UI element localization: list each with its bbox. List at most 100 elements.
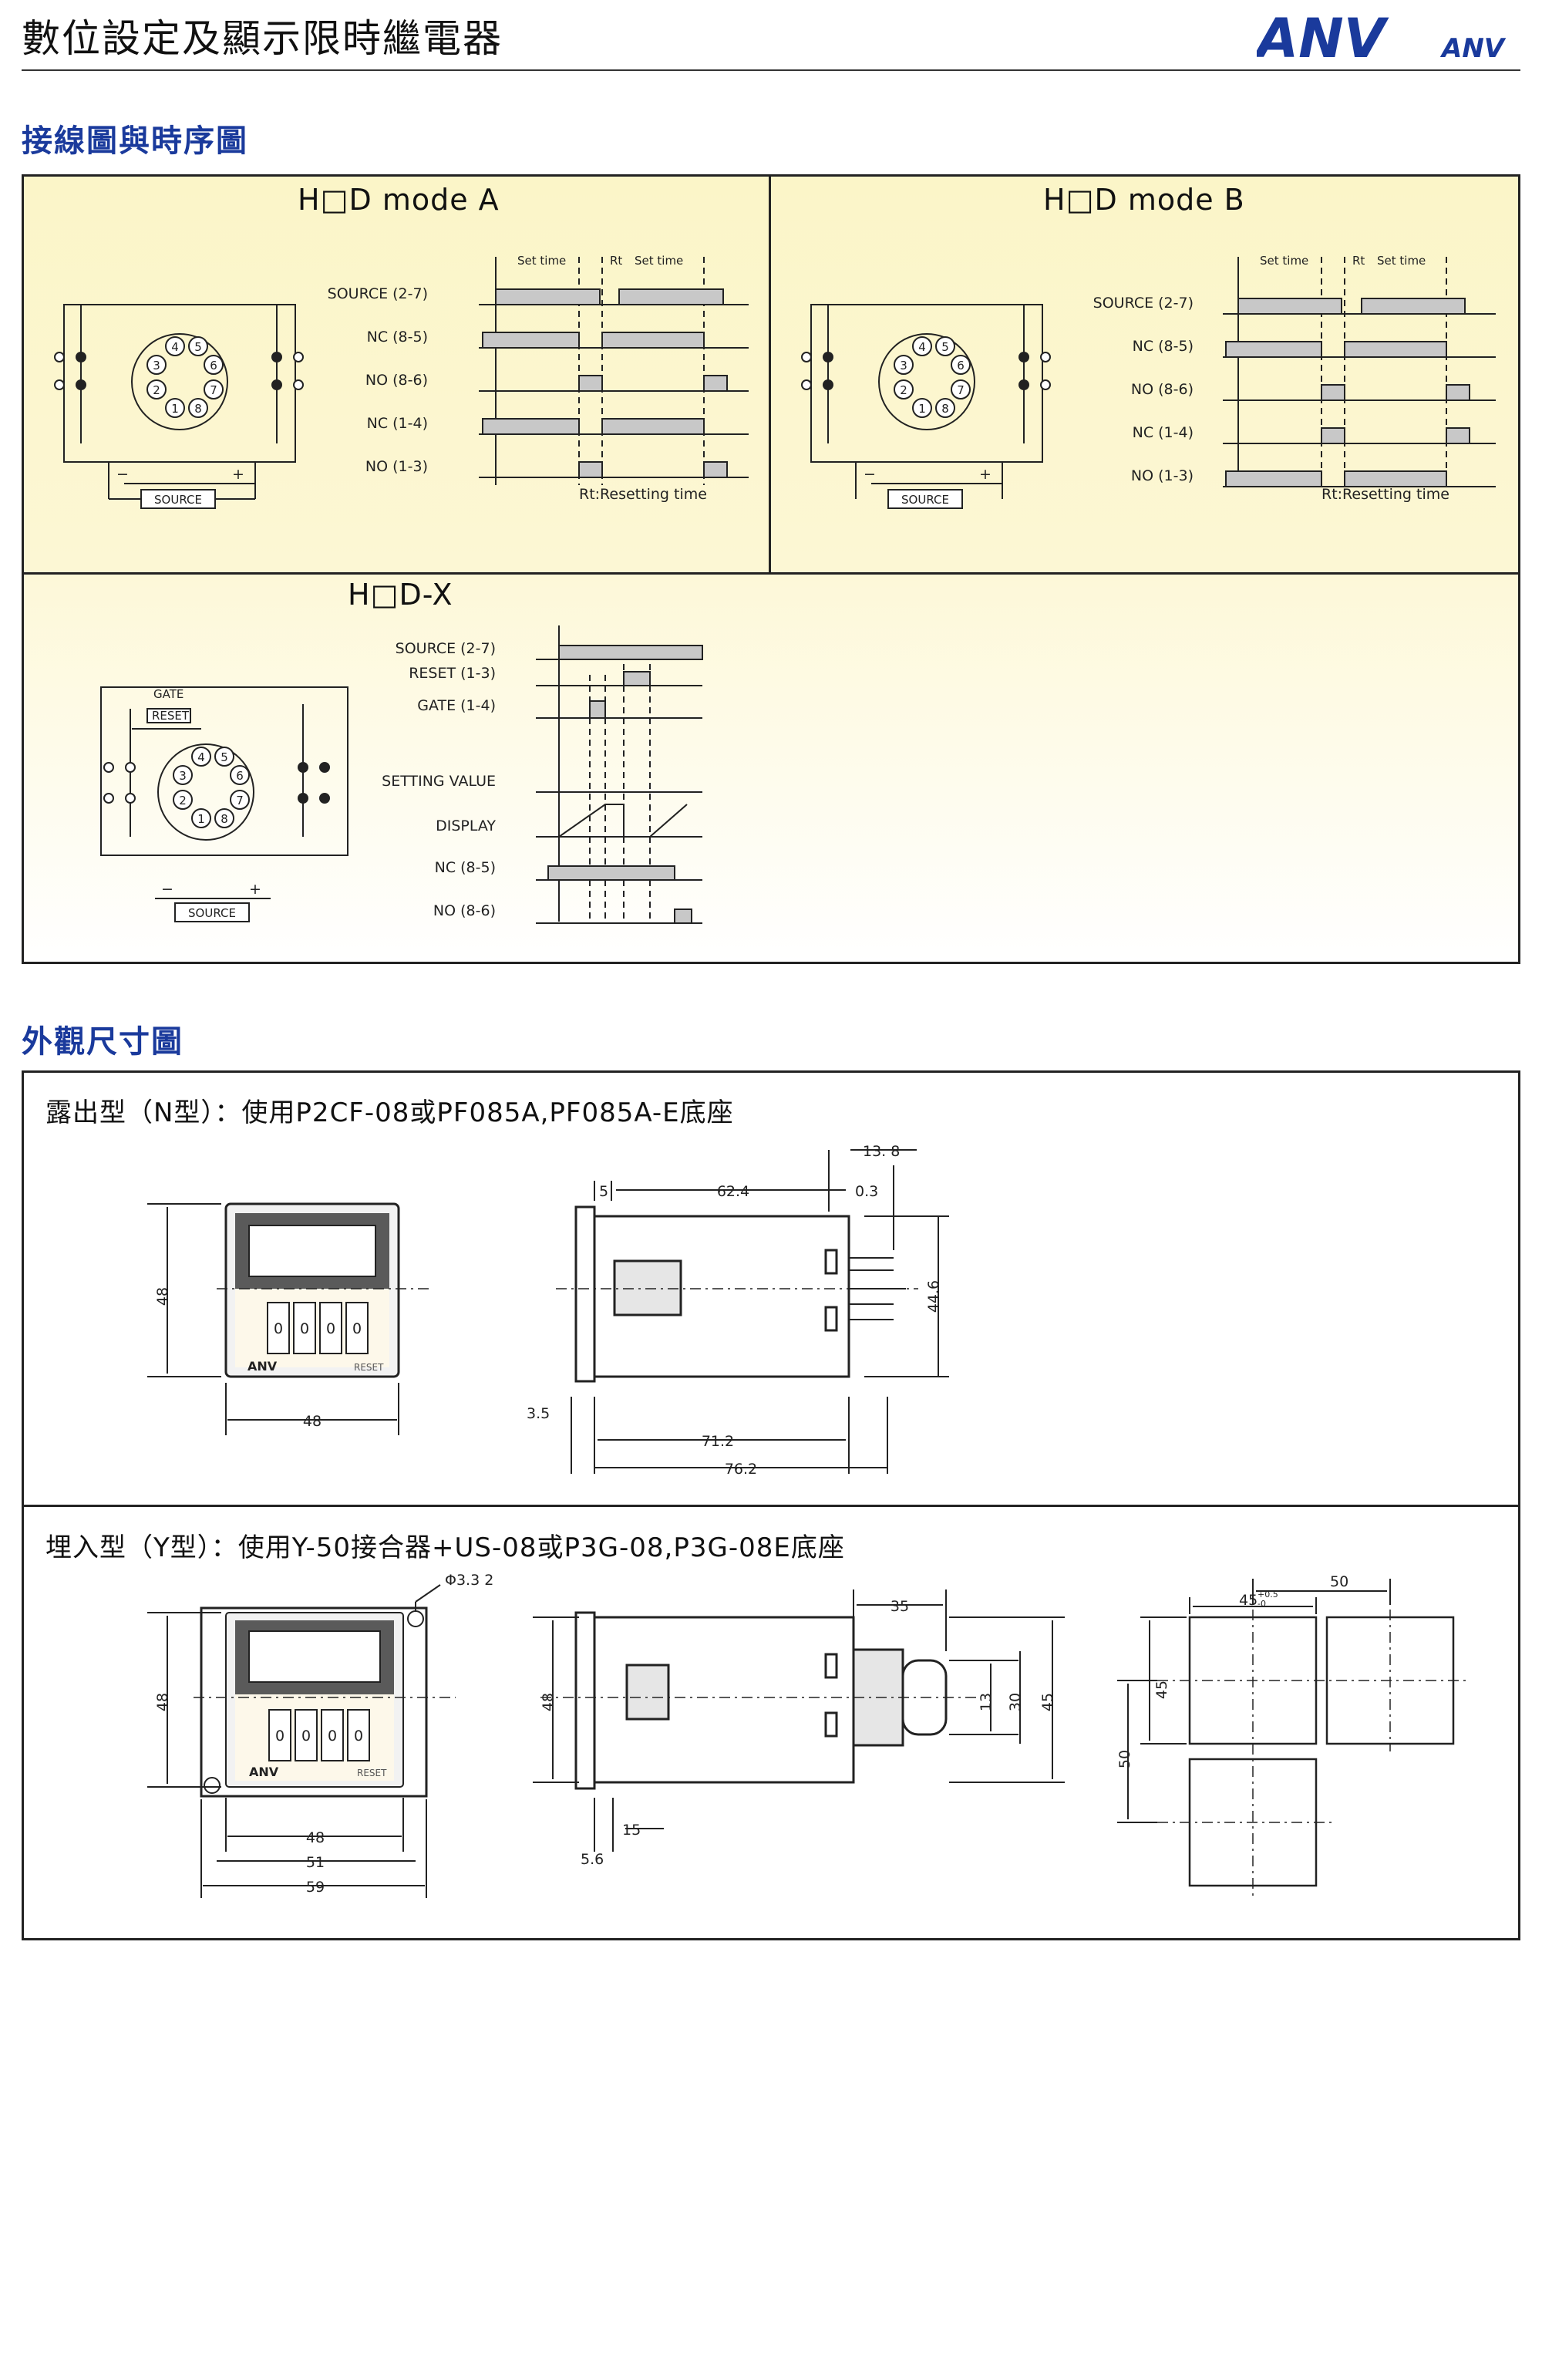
y-type-w51: 51 [306,1854,325,1871]
cutout-center-lines [1157,1610,1466,1898]
n-side-76-2: 76.2 [725,1461,757,1478]
svg-text:1: 1 [171,402,179,416]
gate-label: GATE [153,687,183,701]
y-type-front-view: 0 0 0 0 ANV RESET [194,1606,456,1798]
cutout-50-side: 50 [1116,1750,1133,1768]
dimension-divider [24,1505,1518,1507]
svg-text:3: 3 [900,359,907,373]
header-divider [22,69,1520,71]
source-plus: + [232,466,244,483]
n-type-digits: 0 0 0 0 [274,1320,362,1337]
mode-a-pulses [482,288,728,478]
mode-x-signal-labels: SOURCE (2-7) RESET (1-3) GATE (1-4) SETT… [382,640,496,919]
svg-text:3: 3 [153,359,160,373]
mode-a-signal-labels: SOURCE (2-7) NC (8-5) NO (8-6) NC (1-4) … [328,285,428,475]
n-type-front-view: 0 0 0 0 ANV RESET [217,1202,433,1378]
n-type-drawing: 0 0 0 0 ANV RESET 48 48 [147,1143,949,1478]
y-type-drawing: 0 0 0 0 ANV RESET 48 48 5 [147,1574,1466,1898]
y-type-w48: 48 [306,1829,325,1846]
svg-text:0: 0 [326,1320,335,1337]
svg-text:0: 0 [328,1728,337,1745]
n-type-side-dims [571,1149,949,1474]
svg-text:1: 1 [197,812,205,826]
y-side-15: 15 [622,1822,641,1839]
svg-text:5: 5 [941,340,949,354]
y-type-panel-cutout [1188,1616,1455,1887]
y-type-hole: Φ3.3 2 [445,1574,493,1589]
mode-b-signal-labels: SOURCE (2-7) NC (8-5) NO (8-6) NC (1-4) … [1093,295,1194,484]
cutout-tol-plus: +0.5 [1258,1589,1278,1600]
svg-text:DISPLAY: DISPLAY [436,817,496,834]
cutout-45-top: 45 [1239,1592,1258,1609]
y-type-front-dims [147,1584,441,1898]
n-side-71-2: 71.2 [702,1433,734,1450]
svg-text:0: 0 [301,1728,311,1745]
svg-text:6: 6 [236,769,244,783]
panel-vertical-divider [769,177,771,575]
mode-b-title: H□D mode B [1043,183,1245,217]
mode-x-title: H□D-X [348,578,453,612]
svg-text:7: 7 [957,383,965,397]
n-type-reset: RESET [354,1362,384,1373]
socket-outer-frame [63,304,296,463]
y-side-35: 35 [891,1598,909,1615]
mode-x-socket-wiring [100,686,348,922]
n-type-height: 48 [154,1287,171,1306]
svg-text:NC (1-4): NC (1-4) [367,415,428,432]
source-label: SOURCE [154,493,202,507]
n-type-front-dims [147,1203,399,1435]
svg-text:2: 2 [179,794,187,807]
logo-main-text: ANV [1257,11,1389,65]
svg-text:2: 2 [900,383,907,397]
mode-a-diagram: 4 5 3 6 2 7 1 8 − + SOURCE SOURCE (2-7) … [54,254,749,509]
mode-b-relay-contacts [801,352,1051,390]
svg-text:1: 1 [918,402,926,416]
y-type-side-dims [533,1589,1065,1852]
n-type-brand: ANV [247,1359,278,1374]
page-title: 數位設定及顯示限時繼電器 [22,16,503,61]
mode-a-footnote: Rt:Resetting time [579,486,707,503]
svg-text:4: 4 [197,750,205,764]
svg-text:3: 3 [179,769,187,783]
svg-text:Set time: Set time [635,254,683,268]
n-side-0-3: 0.3 [855,1183,878,1200]
svg-text:NO (8-6): NO (8-6) [433,902,496,919]
svg-text:NO (8-6): NO (8-6) [1131,381,1194,398]
reset-label: RESET [152,709,190,723]
source-minus: − [116,466,129,483]
y-type-digits: 0 0 0 0 [275,1728,363,1745]
svg-text:4: 4 [171,340,179,354]
cutout-tol-minus: -0 [1258,1599,1266,1609]
n-type-title: 露出型（N型）：使用P2CF-08或PF085A,PF085A-E底座 [45,1097,734,1128]
logo-small-text: ANV [1439,33,1507,64]
y-side-5-6: 5.6 [581,1851,604,1868]
mode-b-timing [1223,257,1496,487]
mode-b-pulses [1225,298,1470,487]
svg-text:0: 0 [274,1320,283,1337]
svg-text:5: 5 [194,340,202,354]
svg-text:2: 2 [153,383,160,397]
svg-text:8: 8 [194,402,202,416]
svg-text:NC (8-5): NC (8-5) [435,859,496,876]
svg-text:NC (8-5): NC (8-5) [1133,338,1194,355]
mode-x-source-plus: + [249,881,261,898]
svg-text:6: 6 [957,359,965,373]
svg-text:SETTING VALUE: SETTING VALUE [382,773,496,790]
mode-a-socket-wiring [63,304,296,509]
mode-b-footnote: Rt:Resetting time [1321,486,1449,503]
n-side-13-8: 13. 8 [863,1143,900,1160]
svg-text:SOURCE (2-7): SOURCE (2-7) [328,285,428,302]
dimension-section-title: 外觀尺寸圖 [22,1024,183,1060]
svg-text:Set time: Set time [1260,254,1308,268]
n-side-62-4: 62.4 [717,1183,749,1200]
mode-x-diagram: 4 5 3 6 2 7 1 8 GATE RESET − + SOURCE SO… [100,625,703,924]
svg-text:Rt: Rt [1352,254,1365,268]
anv-logo: ANV ANV [1253,7,1519,70]
svg-text:GATE (1-4): GATE (1-4) [417,697,496,714]
n-type-side-pins [556,1257,918,1320]
y-type-brand: ANV [249,1765,279,1779]
y-type-height: 48 [154,1693,171,1711]
y-type-side-view [574,1611,948,1790]
panel-horizontal-divider [24,572,1518,575]
y-side-45: 45 [1039,1693,1056,1711]
